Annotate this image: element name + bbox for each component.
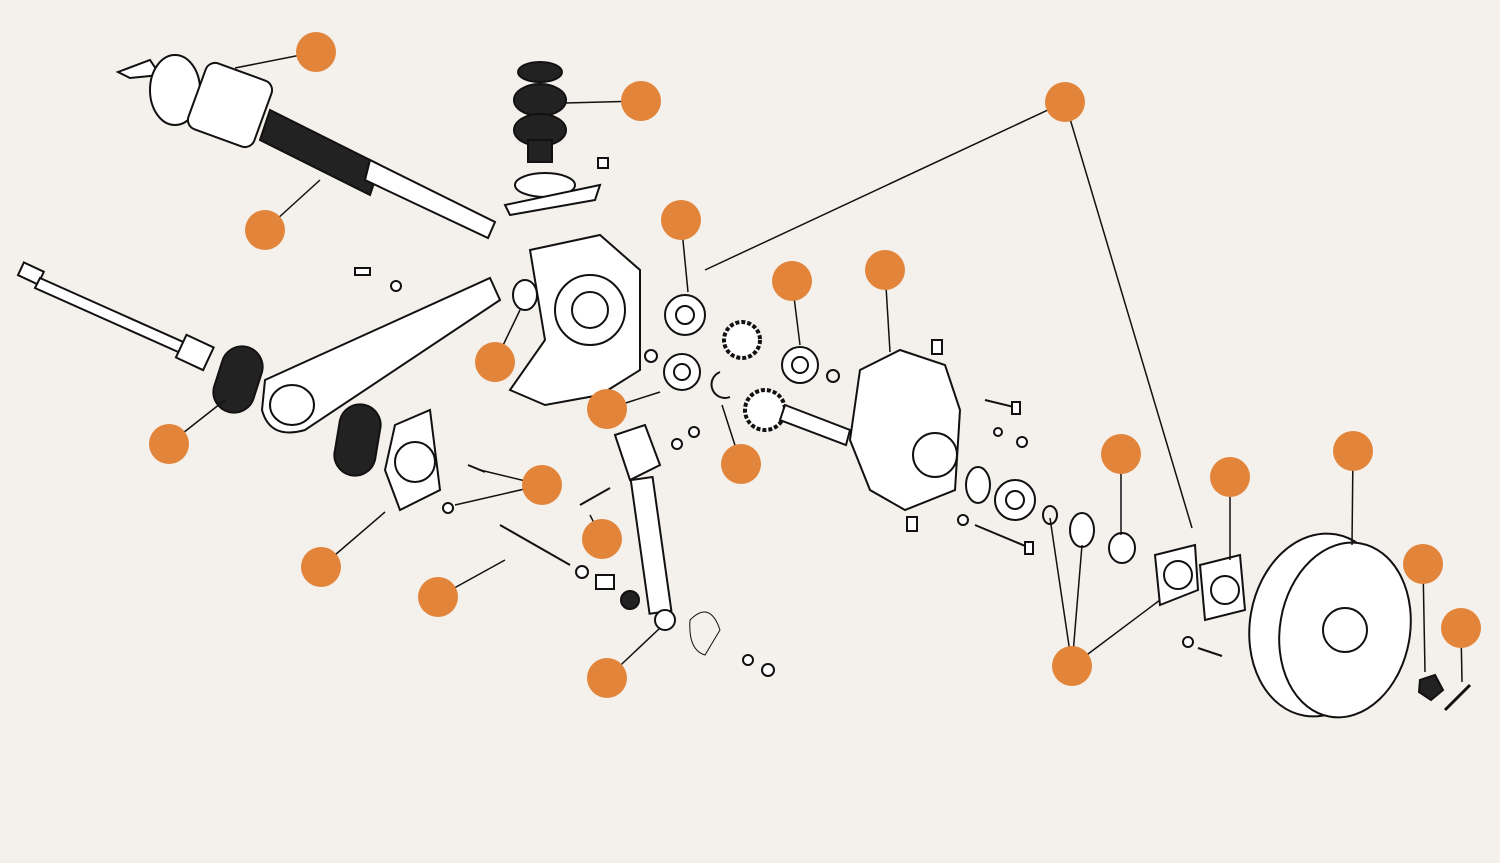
leader-line: [1049, 517, 1073, 667]
callout-marker[interactable]: [1333, 431, 1373, 471]
shock-absorber: [613, 423, 721, 656]
upper-driveshaft-with-boot: [115, 54, 497, 240]
bearings: [663, 294, 1036, 521]
bolts-and-nuts: [442, 349, 1223, 677]
callout-marker[interactable]: [1441, 608, 1481, 648]
seals-and-gasket: [1042, 505, 1247, 622]
callout-marker[interactable]: [1403, 544, 1443, 584]
callout-marker[interactable]: [865, 250, 905, 290]
callout-marker[interactable]: [245, 210, 285, 250]
callout-marker[interactable]: [621, 81, 661, 121]
cover-plate: [383, 408, 442, 512]
gears: [710, 320, 852, 447]
callout-marker[interactable]: [149, 424, 189, 464]
lower-driveshaft: [16, 261, 264, 414]
callout-marker[interactable]: [582, 519, 622, 559]
gearbox-casing: [848, 339, 962, 532]
callout-marker[interactable]: [587, 658, 627, 698]
leader-line: [704, 101, 1066, 271]
leader-line: [1064, 101, 1193, 529]
callout-marker[interactable]: [772, 261, 812, 301]
callout-markers: [149, 32, 1481, 698]
radius-arm: [260, 267, 502, 477]
callout-marker[interactable]: [721, 444, 761, 484]
parts-layer: [16, 54, 1472, 719]
callout-marker[interactable]: [1052, 646, 1092, 686]
callout-marker[interactable]: [522, 465, 562, 505]
callout-marker[interactable]: [475, 342, 515, 382]
callout-marker[interactable]: [296, 32, 336, 72]
leader-line: [1071, 544, 1083, 667]
callout-marker[interactable]: [418, 577, 458, 617]
callout-marker[interactable]: [661, 200, 701, 240]
bump-stop: [503, 61, 609, 217]
callout-marker[interactable]: [1101, 434, 1141, 474]
brake-drum: [1248, 532, 1472, 719]
callout-marker[interactable]: [587, 389, 627, 429]
callout-marker[interactable]: [1210, 457, 1250, 497]
callout-marker[interactable]: [1045, 82, 1085, 122]
callout-marker[interactable]: [301, 547, 341, 587]
hub-carrier-housing: [508, 233, 641, 407]
